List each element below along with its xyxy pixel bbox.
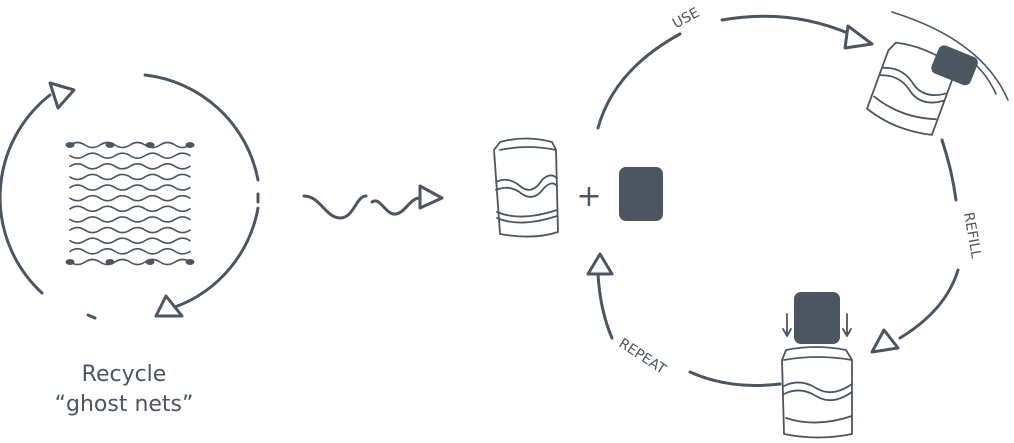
jar-swirl-1 (495, 174, 558, 191)
wavy-arrow (302, 184, 444, 220)
cycle-arc-repeat-left (596, 272, 614, 340)
jar-swirl-3 (496, 209, 558, 218)
net-strand (69, 216, 191, 223)
refilled-jar-body (781, 346, 853, 439)
ghost-net-illustration (65, 141, 195, 266)
net-strand (69, 248, 191, 255)
net-float (65, 142, 75, 148)
jar-being-refilled (781, 292, 853, 439)
net-strand (69, 184, 191, 191)
net-float (105, 142, 115, 148)
jar-body (493, 137, 559, 238)
recycle-arc-right (173, 206, 260, 309)
refilled-jar-swirl-1 (783, 381, 853, 394)
jar-swirl-2 (495, 182, 558, 198)
cycle-loop (586, 11, 1009, 387)
cycle-arc-use-start (596, 32, 682, 130)
recycle-arc-left (0, 93, 52, 295)
arrowhead-wavy (418, 184, 444, 210)
net-float (105, 259, 115, 265)
net-strand (69, 194, 191, 202)
arrowhead-refill (870, 328, 900, 354)
net-float (145, 259, 155, 265)
plus-sign: + (576, 179, 601, 214)
down-arrow-right-head (842, 328, 852, 337)
recycle-loop (0, 73, 260, 320)
cycle-arc-refill-bottom (898, 268, 960, 340)
cycle-arc-refill-top (940, 138, 958, 202)
net-strand (69, 141, 191, 149)
net-strand (69, 226, 191, 234)
net-strand (69, 173, 191, 181)
arrowhead-repeat (586, 252, 614, 276)
refilled-jar-swirl-3 (785, 415, 853, 424)
net-strand (69, 237, 191, 245)
jar-rim (499, 146, 557, 151)
refill-cartridge (619, 167, 663, 221)
jar-with-lid-off (493, 137, 559, 238)
recycle-label-line1: Recycle (82, 362, 167, 387)
cycle-arc-use-end (720, 14, 852, 36)
recycle-arc-top (143, 73, 260, 182)
net-strand (69, 205, 191, 213)
net-strand (69, 152, 191, 159)
cycle-label-repeat: REPEAT (616, 336, 669, 378)
refilled-jar-swirl-2 (783, 389, 853, 402)
tilted-jar-swirl-2 (879, 74, 945, 104)
tilted-jar-lid (931, 45, 978, 86)
refill-cartridge-inserting (794, 292, 840, 344)
net-strand (69, 162, 191, 170)
arrowhead-recycle-top (48, 81, 76, 110)
refilled-jar-rim (783, 356, 853, 361)
tilted-jar-swirl-1 (882, 66, 948, 96)
arrowhead-recycle-bottom (154, 294, 184, 318)
recycle-label-line2: “ghost nets” (55, 392, 194, 417)
tilted-jar-in-use (866, 41, 978, 136)
net-strand (69, 258, 191, 266)
cycle-arc-repeat-bottom (688, 370, 782, 387)
wavy-line (302, 194, 422, 220)
cycle-label-use: USE (670, 5, 702, 32)
tilted-jar-body (866, 41, 955, 136)
jar-swirl-4 (496, 215, 558, 224)
shake-motion-line-1 (891, 11, 1009, 101)
recycle-gap-dash-bottom (86, 313, 97, 320)
net-float (145, 142, 155, 148)
net-float (185, 259, 195, 265)
down-arrow-left-head (782, 328, 792, 337)
arrowhead-use (843, 24, 874, 50)
tilted-jar-swirl-3 (873, 95, 937, 121)
net-float (185, 142, 195, 148)
net-float (65, 259, 75, 265)
cycle-label-refill: REFILL (960, 211, 984, 260)
